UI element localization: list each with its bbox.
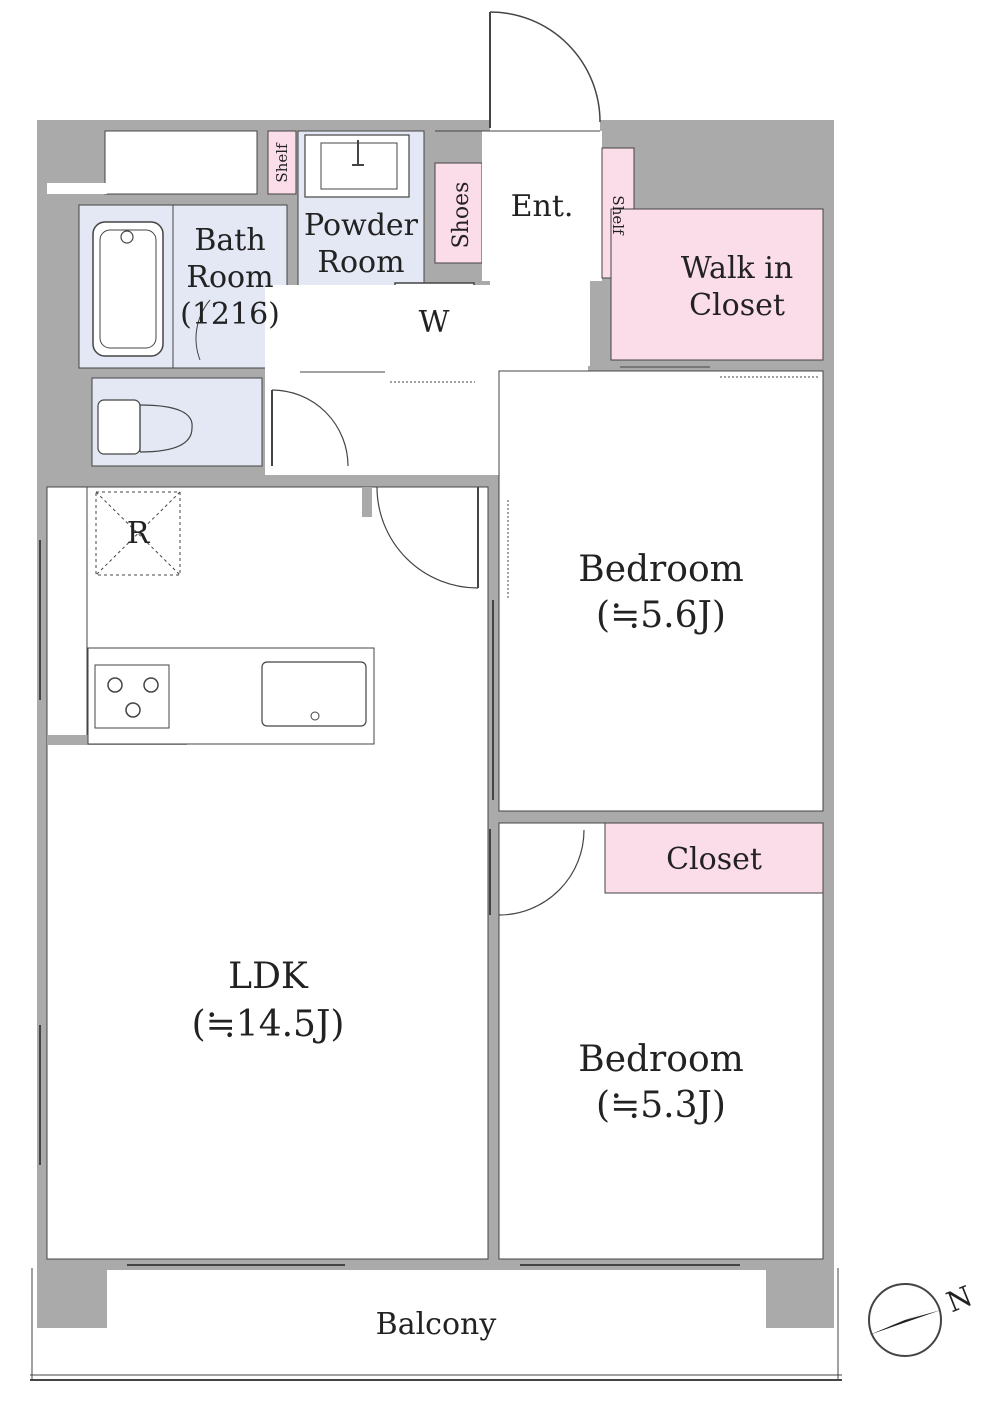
powder-room-label-2: Room <box>317 245 404 280</box>
ldk-label: LDK <box>228 956 309 997</box>
refrigerator-label: R <box>127 516 151 551</box>
ldk <box>46 486 489 1260</box>
balcony-label: Balcony <box>376 1307 497 1342</box>
compass-icon: N <box>868 1279 977 1357</box>
bathtub <box>92 221 164 357</box>
bedroom-north <box>498 370 824 812</box>
bath-room-label: Bath <box>194 223 265 258</box>
entrance-door <box>489 11 601 132</box>
shoes-label: Shoes <box>449 182 474 249</box>
shelf-left <box>267 130 297 195</box>
bath-room-size: (1216) <box>180 297 280 332</box>
shelf-right-label: Shelf <box>609 195 627 236</box>
sink <box>261 661 367 727</box>
shelf-left-label: Shelf <box>273 142 291 183</box>
stove <box>94 664 170 729</box>
walk-in-closet-label: Walk in <box>681 251 793 286</box>
bedroom-south-size: (≒5.3J) <box>596 1085 726 1126</box>
north-storage <box>104 130 258 195</box>
walk-in-closet-label-2: Closet <box>689 288 785 323</box>
entrance-label: Ent. <box>511 189 574 224</box>
balcony <box>30 1268 842 1381</box>
ldk-size: (≒14.5J) <box>192 1004 345 1045</box>
shoe-storage <box>434 162 483 264</box>
walk-in-closet <box>610 208 824 361</box>
bedroom-north-size: (≒5.6J) <box>596 595 726 636</box>
refrigerator <box>95 491 181 576</box>
entrance <box>482 131 602 281</box>
bedroom-south-label: Bedroom <box>578 1039 744 1080</box>
bath-room-label-2: Room <box>186 260 273 295</box>
bedroom-north-label: Bedroom <box>578 549 744 590</box>
closet-label: Closet <box>666 842 762 877</box>
toilet <box>97 399 141 455</box>
washer-label: W <box>419 305 450 340</box>
compass-north-label: N <box>942 1279 977 1319</box>
powder-room-label: Powder <box>304 208 419 243</box>
